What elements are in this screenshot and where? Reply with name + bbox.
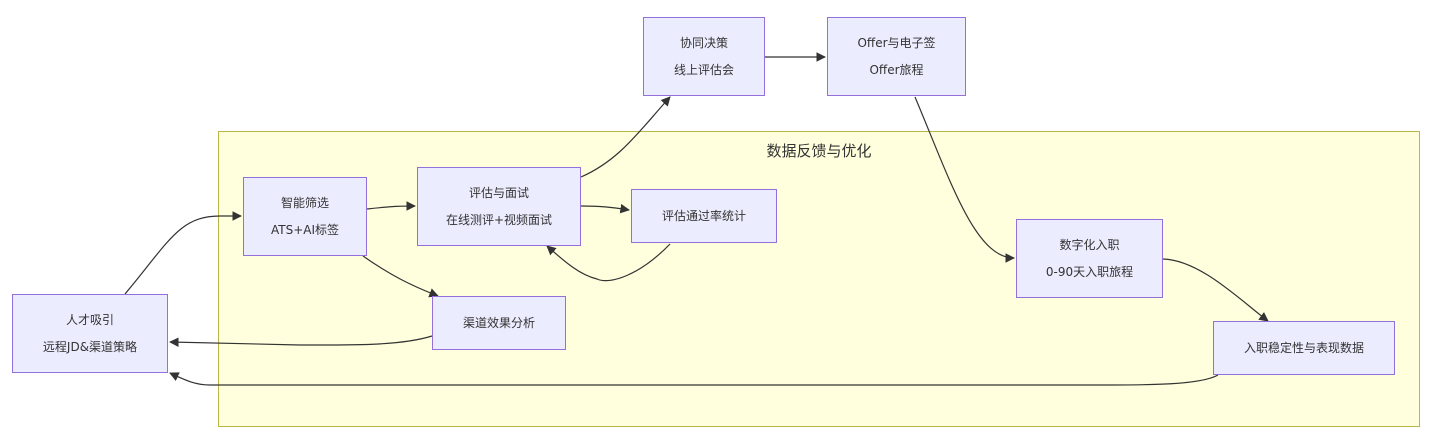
node-title: 评估与面试 <box>468 186 529 200</box>
node-assessment-interview[interactable]: 评估与面试 在线测评+视频面试 <box>417 167 581 246</box>
subgraph-title: 数据反馈与优化 <box>766 142 872 160</box>
node-retention-performance[interactable]: 入职稳定性与表现数据 <box>1213 321 1395 375</box>
node-title: 数字化入职 <box>1059 238 1120 252</box>
node-subtitle: Offer旅程 <box>869 63 924 77</box>
edge-retention-to-attract <box>169 372 1219 386</box>
node-subtitle: 在线测评+视频面试 <box>445 213 553 227</box>
node-subtitle: 线上评估会 <box>673 63 734 77</box>
edge-assess-to-decision <box>580 96 671 178</box>
edge-channel-to-attract <box>169 335 433 347</box>
node-subtitle: 0-90天入职旅程 <box>1045 265 1134 279</box>
edge-assess-to-passrate <box>580 203 630 214</box>
node-title: 协同决策 <box>679 36 728 50</box>
node-title: 评估通过率统计 <box>661 209 746 223</box>
edge-passrate-to-assess <box>546 243 671 282</box>
node-subtitle: ATS+AI标签 <box>270 223 340 237</box>
node-title: 智能筛选 <box>280 196 329 210</box>
node-title: 渠道效果分析 <box>462 316 535 330</box>
edge-attract-to-screen <box>124 211 242 295</box>
node-offer-esign[interactable]: Offer与电子签 Offer旅程 <box>827 17 966 96</box>
node-subtitle: 远程JD&渠道策略 <box>42 340 138 354</box>
edge-onboard-to-retention <box>1162 258 1269 322</box>
node-title: 人才吸引 <box>65 313 114 327</box>
node-title: 入职稳定性与表现数据 <box>1243 341 1364 355</box>
node-talent-attraction[interactable]: 人才吸引 远程JD&渠道策略 <box>12 294 168 373</box>
node-channel-analysis[interactable]: 渠道效果分析 <box>432 296 566 350</box>
node-title: Offer与电子签 <box>857 36 936 50</box>
node-pass-rate-stats[interactable]: 评估通过率统计 <box>631 189 777 243</box>
node-collaborative-decision[interactable]: 协同决策 线上评估会 <box>643 17 765 96</box>
edge-offer-to-onboard <box>914 96 1015 263</box>
node-smart-screening[interactable]: 智能筛选 ATS+AI标签 <box>243 177 367 256</box>
node-digital-onboarding[interactable]: 数字化入职 0-90天入职旅程 <box>1016 219 1163 298</box>
edge-screen-to-assess <box>366 201 416 211</box>
edge-screen-to-channel <box>362 255 439 298</box>
